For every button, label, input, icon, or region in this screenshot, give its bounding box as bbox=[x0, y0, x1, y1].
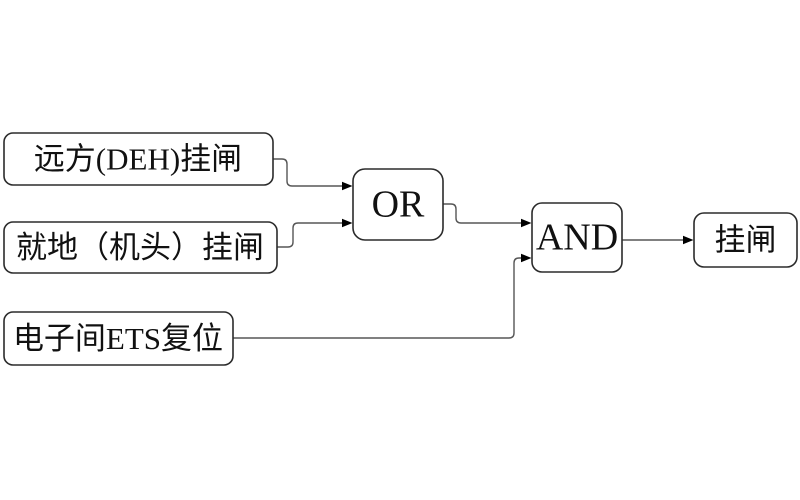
node-output-latch: 挂闸 bbox=[693, 212, 798, 268]
node-box bbox=[352, 168, 444, 241]
node-label: 电子间ETS复位 bbox=[13, 321, 223, 356]
node-box bbox=[3, 221, 278, 274]
edges bbox=[233, 158, 694, 339]
node-label: 就地（机头）挂闸 bbox=[16, 230, 264, 265]
edge-remote-to-or bbox=[273, 158, 342, 187]
gate-label: OR bbox=[372, 184, 425, 226]
node-input-ets-reset: 电子间ETS复位 bbox=[3, 311, 234, 366]
node-and-gate: AND bbox=[531, 202, 623, 273]
node-box bbox=[693, 212, 798, 268]
arrowhead-icon bbox=[521, 218, 532, 228]
node-box bbox=[3, 132, 274, 186]
gate-label: AND bbox=[536, 217, 618, 259]
arrowhead-icon bbox=[521, 253, 532, 263]
node-label: 远方(DEH)挂闸 bbox=[34, 142, 242, 177]
node-input-local-head: 就地（机头）挂闸 bbox=[3, 221, 278, 274]
arrowhead-icon bbox=[683, 235, 694, 245]
node-box bbox=[3, 311, 234, 366]
node-input-remote-deh: 远方(DEH)挂闸 bbox=[3, 132, 274, 186]
arrowhead-icon bbox=[342, 181, 353, 191]
node-box bbox=[531, 202, 623, 273]
edge-local-to-or bbox=[277, 222, 342, 248]
node-label: 挂闸 bbox=[715, 223, 777, 258]
arrowhead-icon bbox=[342, 218, 353, 228]
edge-ets-to-and bbox=[233, 257, 521, 339]
node-or-gate: OR bbox=[352, 168, 444, 241]
edge-or-to-and bbox=[443, 203, 521, 224]
